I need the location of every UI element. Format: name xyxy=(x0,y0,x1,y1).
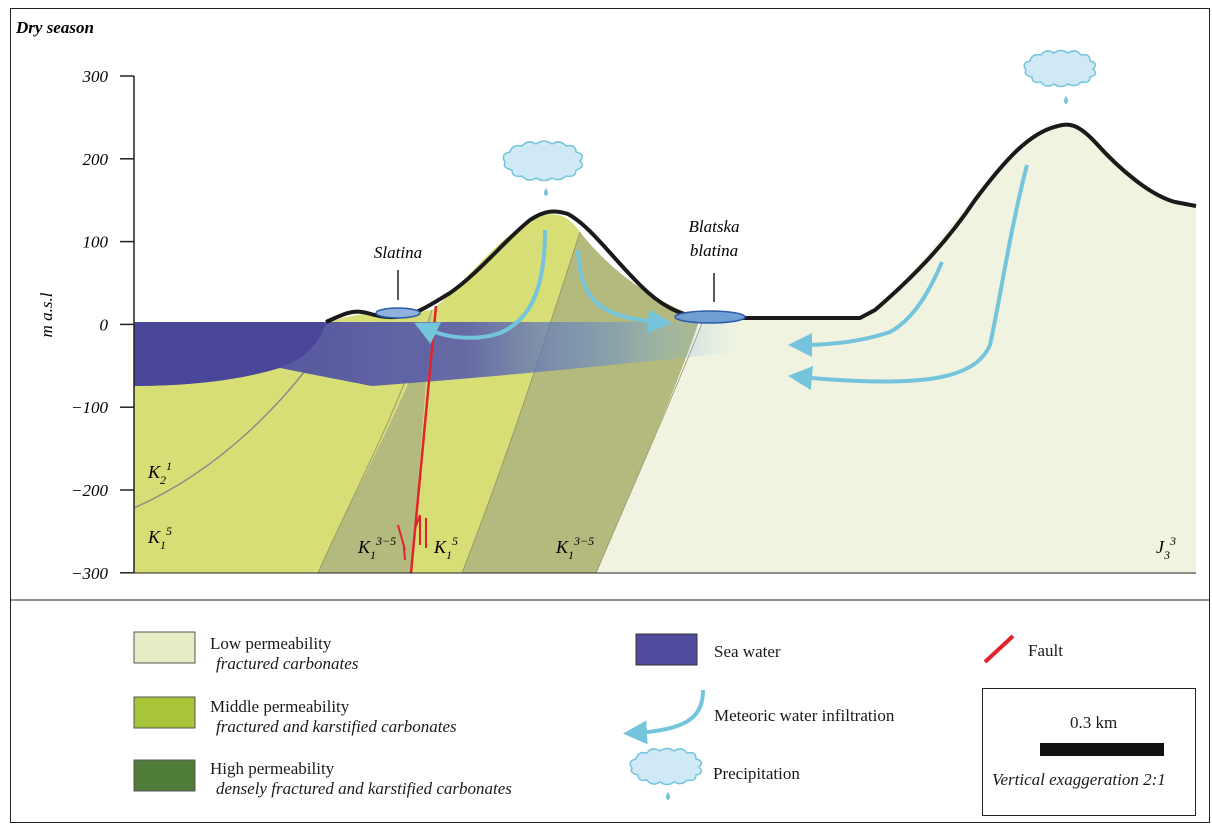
slatina-label: Slatina xyxy=(374,243,422,262)
blatska-label-line1: Blatska xyxy=(689,217,740,236)
legend-swatch-middle xyxy=(133,696,196,729)
middle-permeability-zone-main xyxy=(410,214,580,573)
formation-label-k135-b: K13−5 xyxy=(555,534,594,562)
legend-middle-title: Middle permeability xyxy=(210,697,350,716)
y-axis-tick-labels: 300 200 100 0 −100 −200 −300 xyxy=(71,67,108,583)
legend-high-subtitle: densely fractured and karstified carbona… xyxy=(216,779,512,798)
flow-arrow-upper-right xyxy=(788,261,944,357)
y-axis-ticks xyxy=(120,75,134,574)
y-tick-label: −200 xyxy=(71,481,108,500)
legend-middle-subtitle: fractured and karstified carbonates xyxy=(216,717,457,736)
scale-box xyxy=(982,688,1196,816)
y-axis-label: m a.s.l xyxy=(37,292,56,337)
formation-label-j33: J33 xyxy=(1156,534,1176,562)
flow-arrow-slatina xyxy=(414,229,547,345)
legend-low: Low permeability fractured carbonates xyxy=(210,634,358,674)
blatska-label-line2: blatina xyxy=(690,241,738,260)
fault-motion-arrow-right xyxy=(415,514,427,548)
y-tick-label: −100 xyxy=(71,398,108,417)
exaggeration-label: Vertical exaggeration 2:1 xyxy=(992,770,1166,789)
y-tick-label: 200 xyxy=(83,150,109,169)
flow-arrow-blatska xyxy=(576,249,672,334)
formation-label-k21: K21 xyxy=(147,459,172,487)
scale-bar xyxy=(1040,743,1164,756)
low-permeability-zone xyxy=(596,124,1196,573)
legend-swatch-high xyxy=(133,759,196,792)
panel-title: Dry season xyxy=(15,18,94,37)
legend-meteoric-arrow-icon xyxy=(623,689,705,745)
figure-frame xyxy=(10,8,1210,823)
legend-high: High permeability densely fractured and … xyxy=(210,759,512,799)
formation-boundary-middle xyxy=(461,231,581,574)
cloud-icon-left xyxy=(502,140,583,196)
flow-arrow-lower-right xyxy=(788,164,1029,391)
fault-line xyxy=(409,305,438,574)
legend-precip-label: Precipitation xyxy=(713,764,800,783)
legend-swatch-sea xyxy=(635,633,698,666)
y-tick-label: 0 xyxy=(100,315,109,334)
fault-motion-arrow-left xyxy=(397,524,406,561)
legend-sea-label: Sea water xyxy=(714,642,781,661)
sea-water-left-dark xyxy=(134,322,326,386)
y-tick-label: 300 xyxy=(82,67,109,86)
high-permeability-band-left xyxy=(318,310,432,573)
formation-label-k135-a: K13−5 xyxy=(357,534,396,562)
legend-high-title: High permeability xyxy=(210,759,335,778)
legend-meteoric-label: Meteoric water infiltration xyxy=(714,706,895,725)
legend-low-subtitle: fractured carbonates xyxy=(216,654,359,673)
y-tick-label: 100 xyxy=(83,233,109,252)
slatina-spring xyxy=(375,307,421,319)
y-tick-label: −300 xyxy=(71,564,108,583)
cloud-icon-right xyxy=(1023,49,1097,104)
scale-label: 0.3 km xyxy=(1070,713,1118,732)
legend-swatch-low xyxy=(133,631,196,664)
legend-low-title: Low permeability xyxy=(210,634,332,653)
formation-label-k15-left: K15 xyxy=(147,524,172,552)
formation-label-k15-mid: K15 xyxy=(433,534,458,562)
legend-fault-label: Fault xyxy=(1028,641,1063,660)
legend-middle: Middle permeability fractured and karsti… xyxy=(210,697,457,737)
legend-fault-icon xyxy=(983,634,1015,664)
legend-cloud-icon xyxy=(629,747,703,800)
high-permeability-band-right xyxy=(462,232,700,573)
blatska-blatina-spring xyxy=(674,310,746,324)
